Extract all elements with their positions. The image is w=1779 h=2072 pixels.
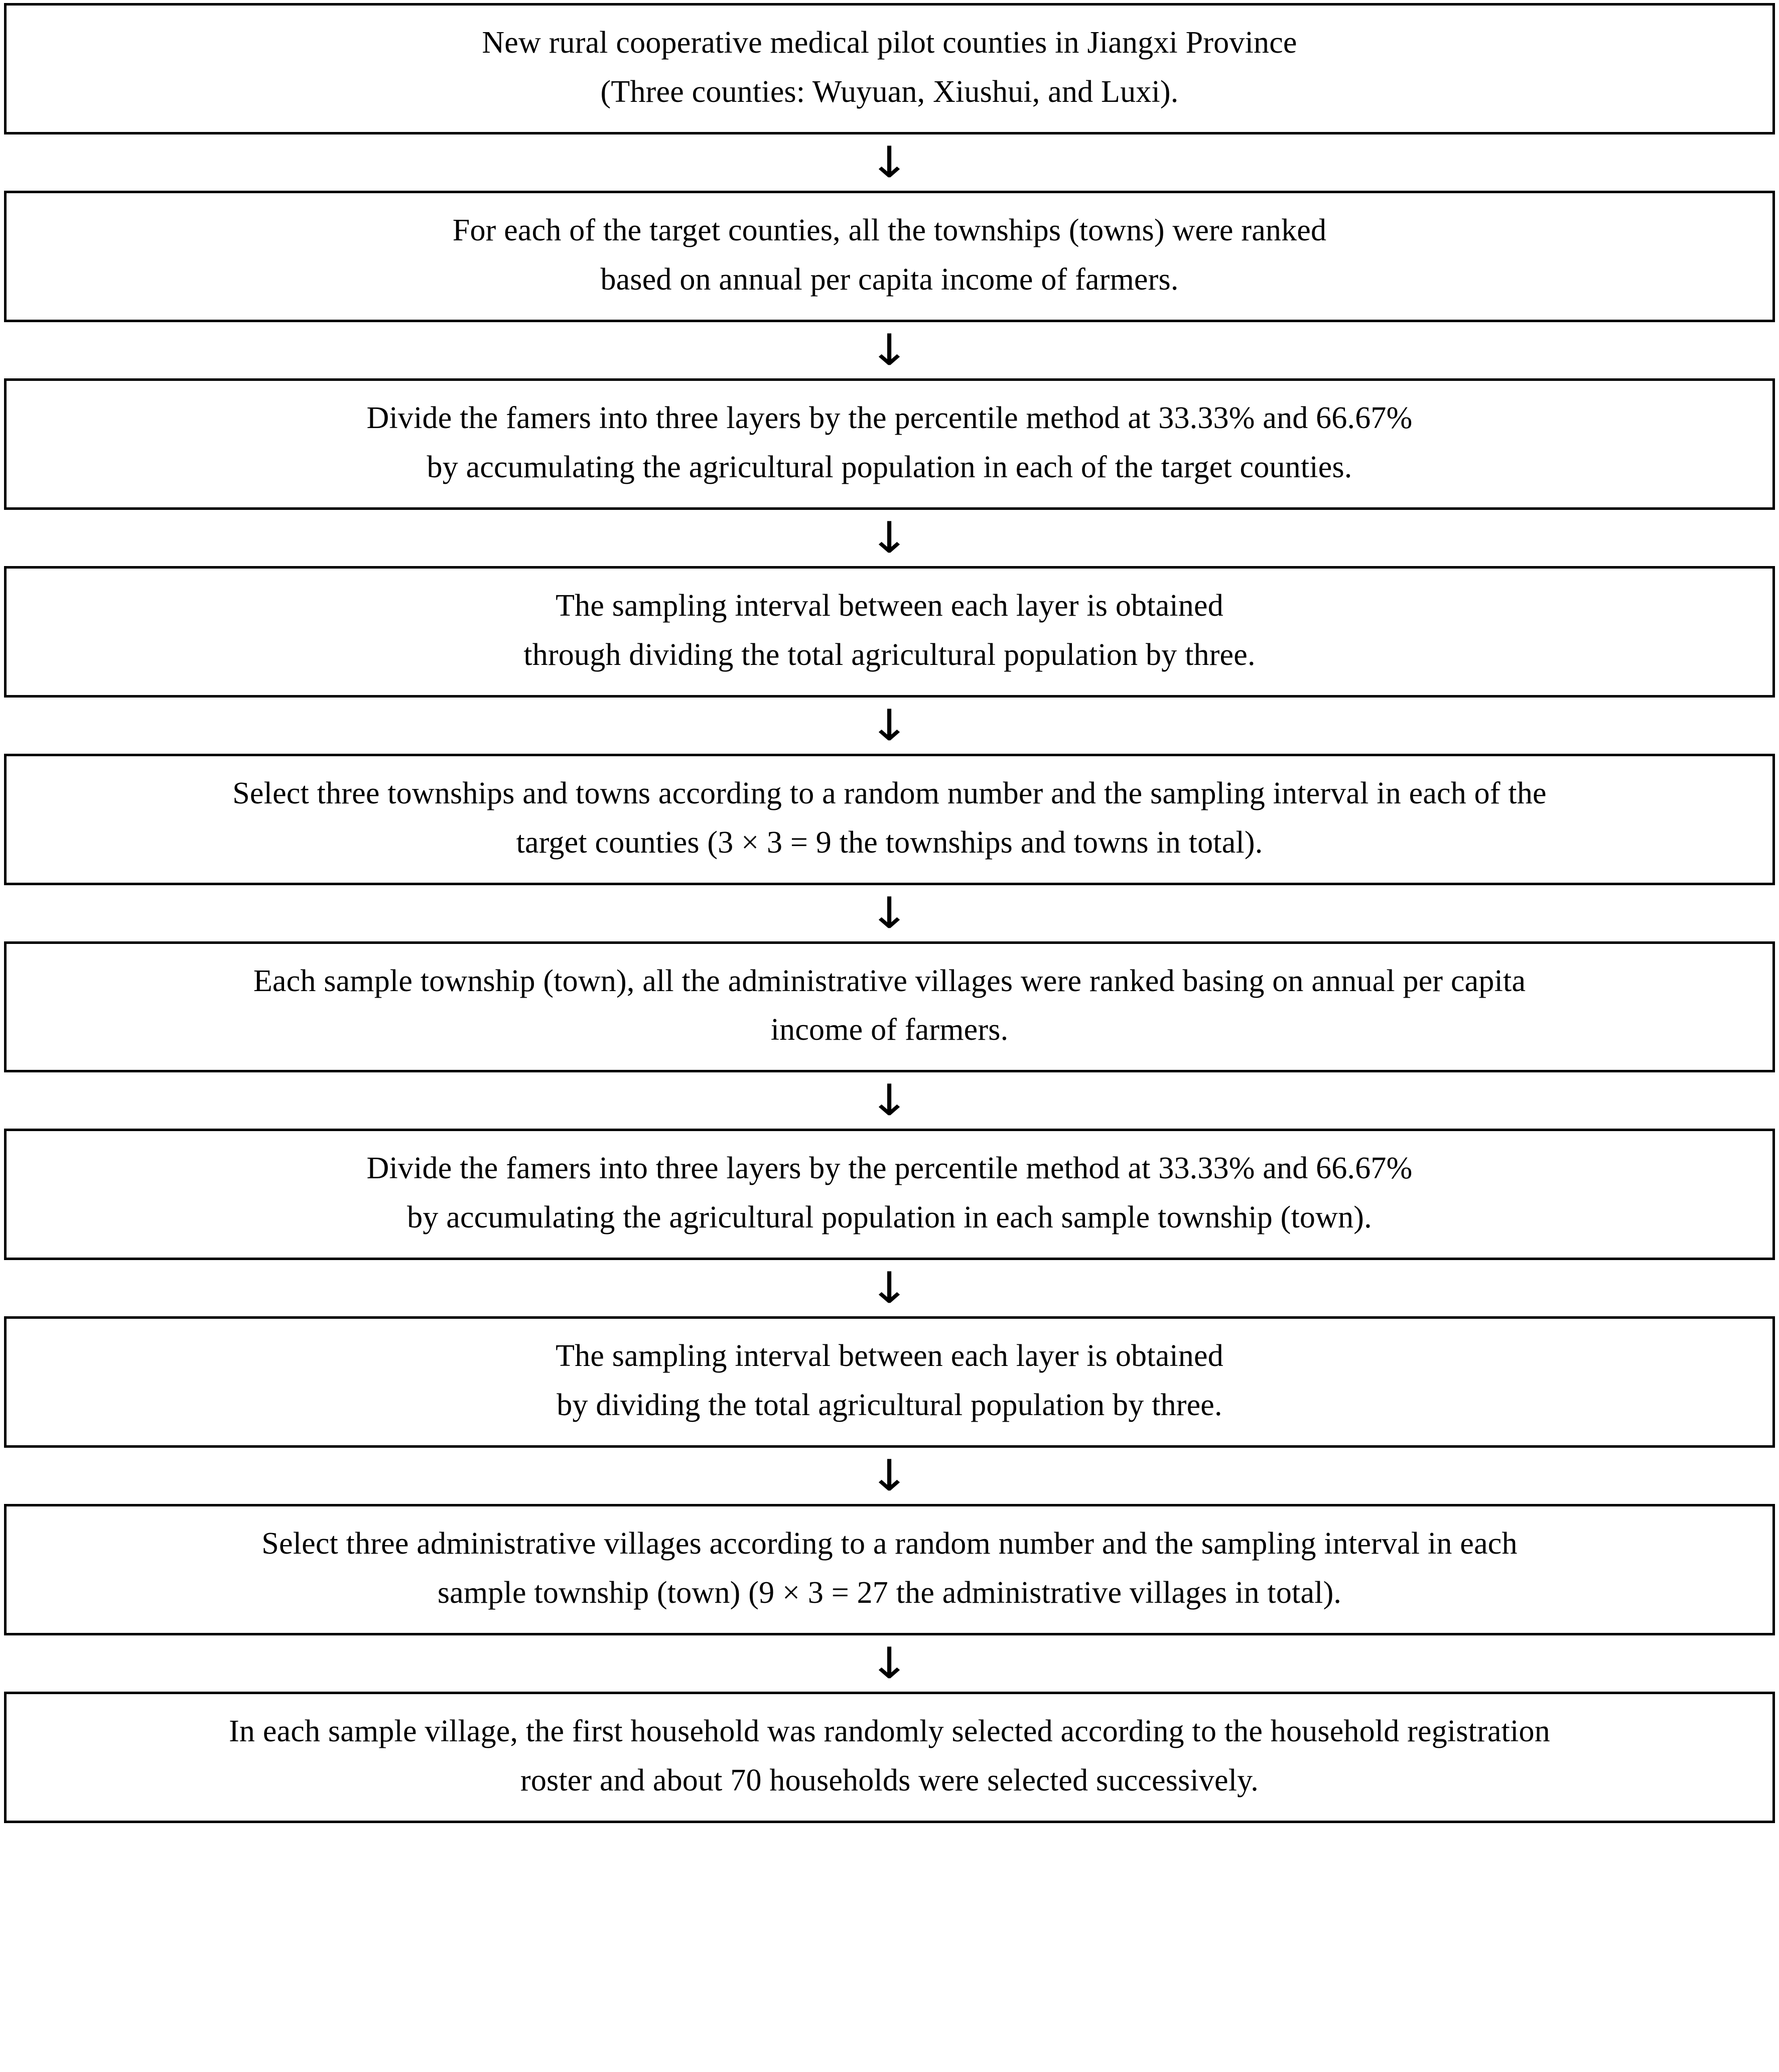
connector-6-to-7: ↓ [4,1072,1775,1129]
down-arrow-icon: ↓ [869,325,910,375]
flow-box-divide-layers-township-line-1: Divide the famers into three layers by t… [366,1151,1413,1186]
flow-box-sampling-interval-township-line-2: by dividing the total agricultural popul… [557,1388,1222,1423]
connector-5-to-6: ↓ [4,885,1775,941]
connector-4-to-5: ↓ [4,698,1775,754]
connector-8-to-9: ↓ [4,1448,1775,1504]
flow-box-select-villages-line-1: Select three administrative villages acc… [261,1527,1518,1561]
flow-box-select-townships-line-2: target counties (3 × 3 = 9 the townships… [516,825,1263,860]
connector-2-to-3: ↓ [4,322,1775,378]
flow-box-rank-villages: Each sample township (town), all the adm… [4,941,1775,1073]
flow-box-select-households-line-1: In each sample village, the first househ… [229,1714,1550,1749]
connector-7-to-8: ↓ [4,1260,1775,1316]
flow-box-sampling-interval-township-line-1: The sampling interval between each layer… [556,1339,1223,1373]
flow-box-select-villages-line-2: sample township (town) (9 × 3 = 27 the a… [437,1576,1342,1610]
flow-box-divide-layers-township-line-2: by accumulating the agricultural populat… [407,1200,1372,1235]
flow-box-select-townships-line-1: Select three townships and towns accordi… [232,776,1547,810]
flow-box-rank-townships: For each of the target counties, all the… [4,190,1775,322]
flow-box-divide-layers-county-line-2: by accumulating the agricultural populat… [427,450,1352,484]
flow-box-divide-layers-county: Divide the famers into three layers by t… [4,378,1775,510]
flow-box-sampling-interval-county-line-1: The sampling interval between each layer… [556,588,1223,623]
connector-9-to-10: ↓ [4,1635,1775,1692]
flow-box-pilot-counties-line-1: New rural cooperative medical pilot coun… [482,26,1297,60]
flow-box-rank-townships-line-2: based on annual per capita income of far… [600,262,1179,297]
flow-box-divide-layers-county-line-1: Divide the famers into three layers by t… [366,400,1413,435]
flow-box-rank-villages-line-2: income of farmers. [770,1013,1009,1047]
down-arrow-icon: ↓ [869,512,910,563]
down-arrow-icon: ↓ [869,137,910,188]
flow-box-select-households-line-2: roster and about 70 households were sele… [520,1763,1259,1798]
down-arrow-icon: ↓ [869,1451,910,1501]
down-arrow-icon: ↓ [869,888,910,938]
flow-box-select-households: In each sample village, the first househ… [4,1692,1775,1824]
connector-3-to-4: ↓ [4,510,1775,566]
flow-box-pilot-counties-line-2: (Three counties: Wuyuan, Xiushui, and Lu… [600,74,1179,109]
flow-box-rank-villages-line-1: Each sample township (town), all the adm… [253,963,1526,998]
flow-box-sampling-interval-county-line-2: through dividing the total agricultural … [523,637,1256,672]
connector-1-to-2: ↓ [4,134,1775,191]
flow-box-rank-townships-line-1: For each of the target counties, all the… [452,213,1327,247]
flow-box-select-villages: Select three administrative villages acc… [4,1504,1775,1636]
down-arrow-icon: ↓ [869,1638,910,1689]
down-arrow-icon: ↓ [869,1263,910,1314]
flow-box-sampling-interval-county: The sampling interval between each layer… [4,566,1775,698]
flow-box-select-townships: Select three townships and towns accordi… [4,753,1775,885]
flow-box-sampling-interval-township: The sampling interval between each layer… [4,1316,1775,1448]
sampling-flowchart: New rural cooperative medical pilot coun… [4,3,1775,1824]
down-arrow-icon: ↓ [869,700,910,751]
down-arrow-icon: ↓ [869,1075,910,1126]
flow-box-divide-layers-township: Divide the famers into three layers by t… [4,1129,1775,1261]
flow-box-pilot-counties: New rural cooperative medical pilot coun… [4,3,1775,134]
